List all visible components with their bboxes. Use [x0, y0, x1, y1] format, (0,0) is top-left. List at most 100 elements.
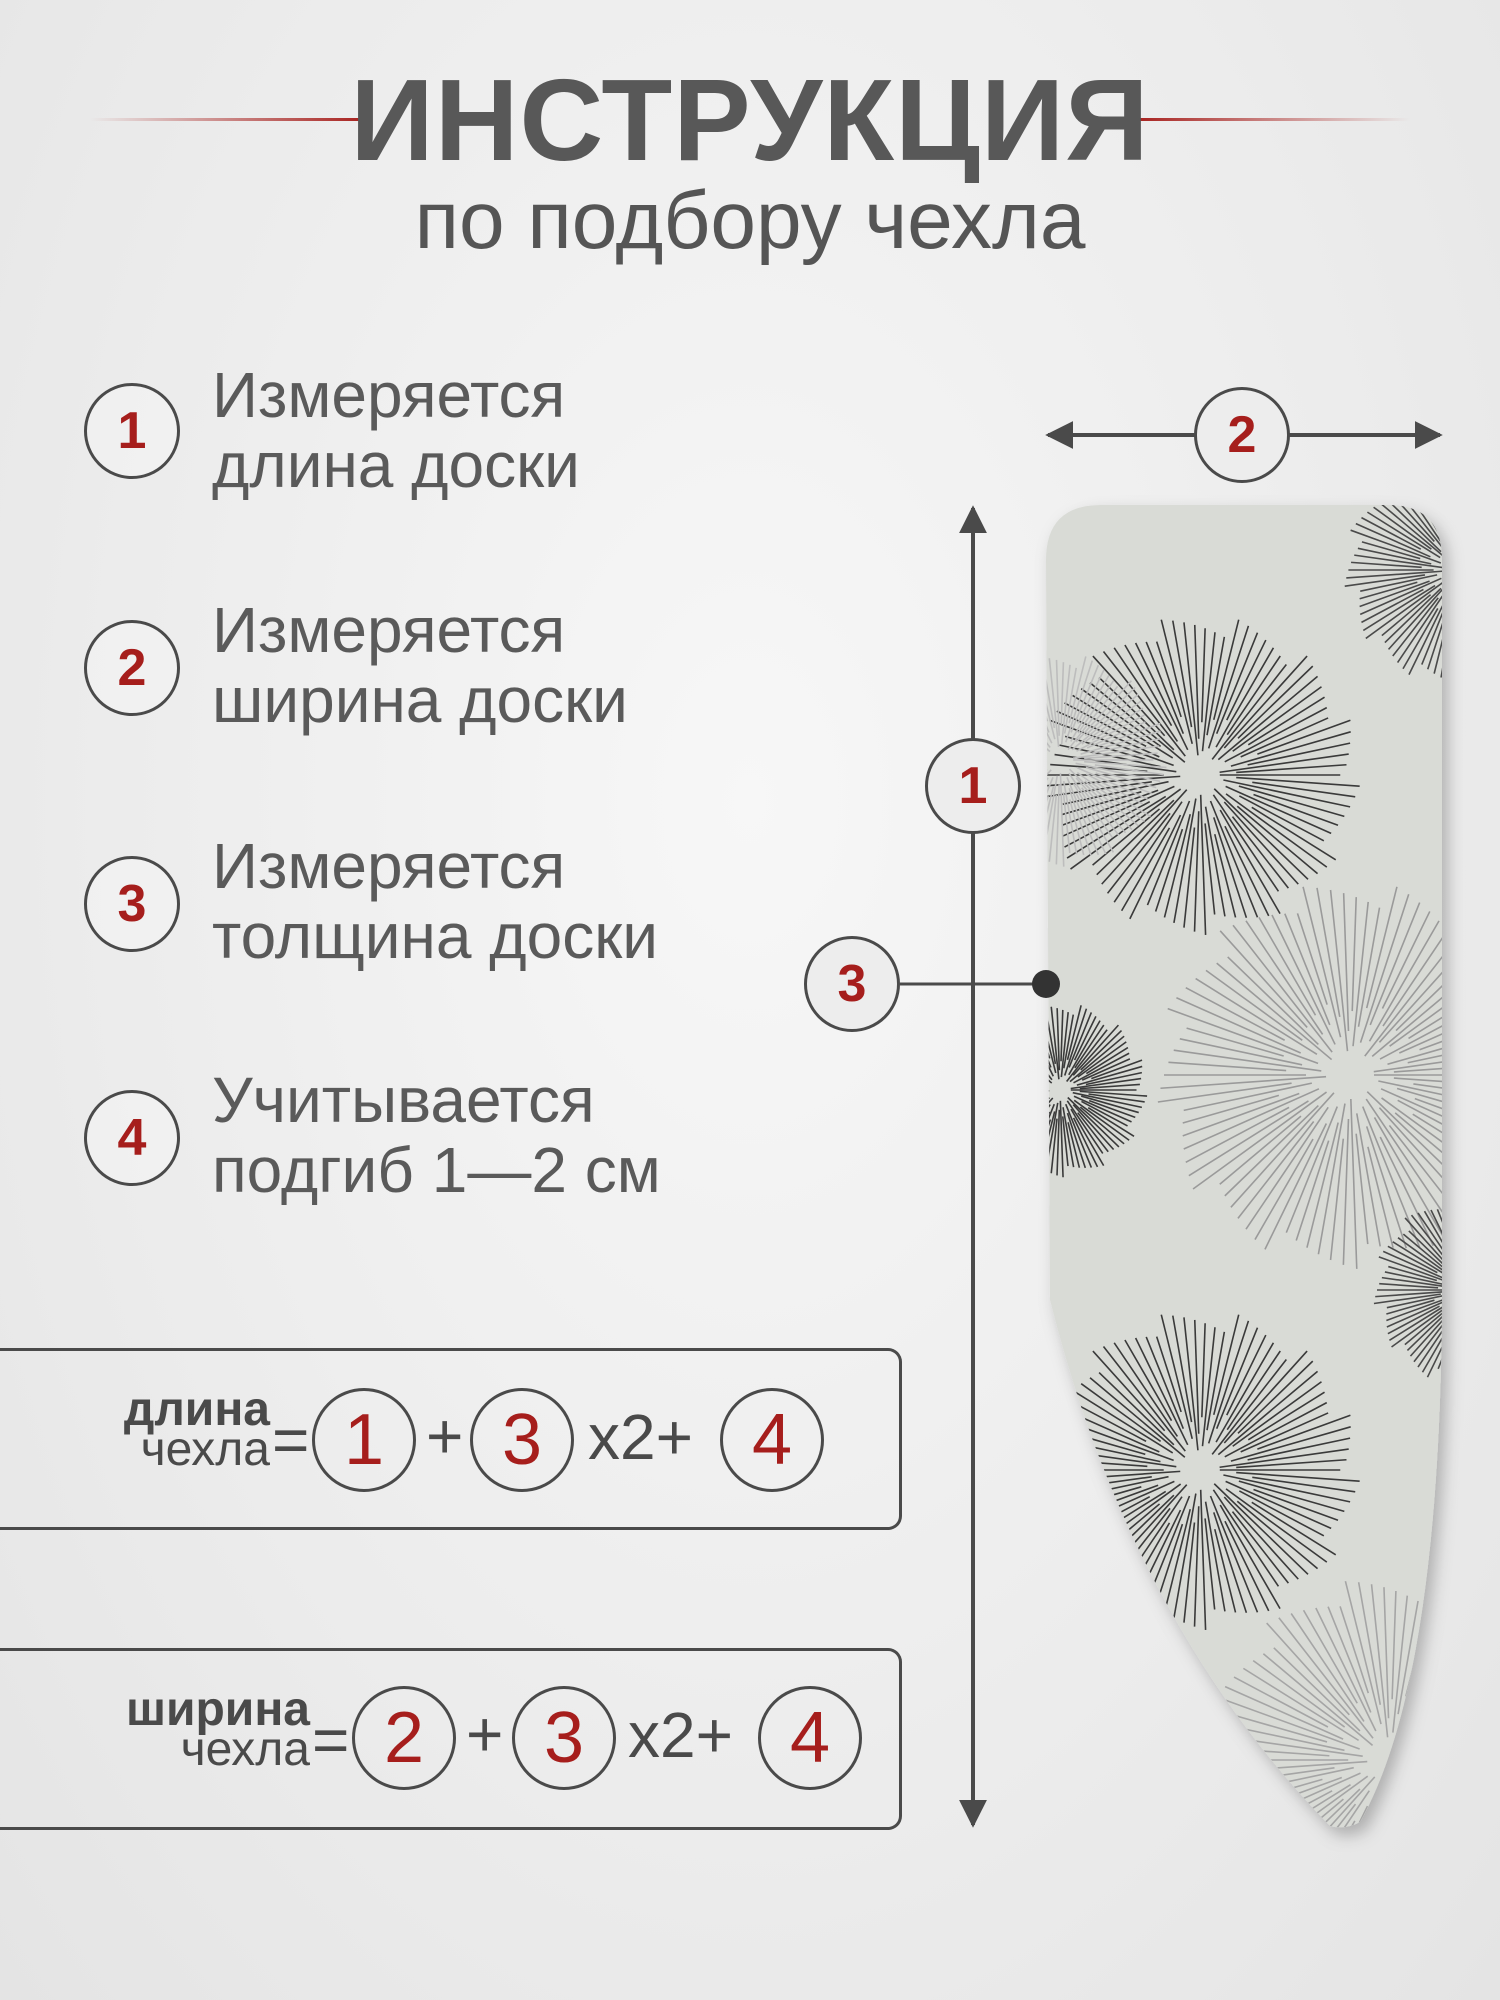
pattern-ray — [1080, 1095, 1139, 1114]
step-line: ширина доски — [212, 664, 628, 736]
pattern-ray — [1448, 459, 1458, 556]
pattern-ray — [1403, 1632, 1442, 1743]
pattern-ray — [1219, 1115, 1302, 1185]
pattern-ray — [1378, 1256, 1442, 1285]
pattern-ray — [1481, 1230, 1500, 1280]
pattern-ray — [1386, 1298, 1442, 1322]
pattern-ray — [1461, 463, 1463, 531]
pattern-ray — [1443, 1323, 1459, 1373]
pattern-ray — [1339, 1606, 1370, 1694]
pattern-ray — [1408, 979, 1442, 1040]
pattern-ray — [1440, 586, 1442, 678]
pattern-ray — [1414, 1097, 1442, 1137]
pattern-ray — [1470, 584, 1500, 654]
thickness-marker: 3 — [804, 936, 900, 1032]
pattern-ray — [1092, 808, 1161, 866]
pattern-ray — [1456, 596, 1459, 684]
pattern-ray — [1445, 1723, 1500, 1748]
width-formula-label: ширина чехла — [60, 1686, 310, 1774]
pattern-ray — [1212, 619, 1240, 720]
pattern-ray — [1370, 1820, 1385, 1828]
pattern-ray — [1284, 913, 1331, 1026]
pattern-ray — [1070, 1108, 1105, 1167]
width-formula-box — [0, 1648, 902, 1830]
pattern-ray — [1072, 1104, 1115, 1151]
pattern-ray — [1066, 1005, 1082, 1061]
pattern-ray — [1056, 1008, 1061, 1071]
pattern-ray — [1059, 1100, 1064, 1178]
pattern-ray — [1344, 574, 1426, 587]
step-1: 1 — [84, 383, 180, 479]
pattern-ray — [1245, 920, 1324, 1035]
pattern-ray — [1391, 1297, 1442, 1348]
page-title: ИНСТРУКЦИЯ — [350, 55, 1150, 185]
length-marker: 1 — [925, 738, 1021, 834]
pattern-ray — [1079, 1090, 1148, 1097]
pattern-ray — [1238, 795, 1325, 842]
pattern-ray — [1183, 827, 1196, 928]
pattern-ray — [1113, 647, 1179, 742]
pattern-ray — [1495, 513, 1500, 548]
pattern-ray — [1355, 1133, 1369, 1245]
pattern-ray — [1355, 1113, 1382, 1247]
pattern-ray — [1227, 956, 1319, 1046]
pattern-ray — [1489, 585, 1500, 618]
pattern-ray — [1207, 625, 1250, 749]
formula-term-3: 3 — [470, 1388, 574, 1492]
pattern-ray — [1232, 924, 1333, 1053]
pattern-ray — [1302, 1609, 1358, 1704]
pattern-ray — [1486, 572, 1500, 578]
pattern-ray — [1474, 555, 1500, 568]
pattern-ray — [1316, 887, 1341, 1018]
pattern-ray — [1207, 1320, 1250, 1444]
pattern-ray — [978, 1084, 1031, 1088]
pattern-ray — [1046, 1016, 1051, 1059]
pattern-ray — [1296, 913, 1328, 1005]
pattern-ray — [1357, 1582, 1382, 1705]
pattern-ray — [1378, 930, 1442, 1043]
pattern-ray — [1211, 1358, 1287, 1455]
pattern-ray — [1395, 1796, 1420, 1828]
pattern-ray — [1238, 785, 1345, 818]
pattern-ray — [1206, 1331, 1226, 1431]
pattern-ray — [1205, 969, 1303, 1041]
pattern-ray — [1003, 675, 1045, 737]
pattern-ray — [1361, 541, 1421, 560]
pattern-ray — [1379, 1282, 1439, 1289]
pattern-ray — [1217, 675, 1319, 761]
pattern-ray — [1050, 1118, 1058, 1174]
pattern-ray — [1329, 889, 1349, 1052]
pattern-ray — [1470, 601, 1494, 674]
pattern-ray — [1389, 1782, 1398, 1828]
pattern-ray — [1350, 1098, 1358, 1269]
pattern-ray — [1434, 1783, 1442, 1828]
pattern-ray — [1066, 1100, 1104, 1154]
pattern-ray — [1046, 1020, 1049, 1073]
pattern-ray — [1183, 1522, 1196, 1623]
pattern-ray — [1357, 547, 1432, 565]
pattern-ray — [1395, 1815, 1408, 1828]
pattern-ray — [1404, 1309, 1442, 1346]
pattern-ray — [1486, 1301, 1500, 1345]
pattern-ray — [1048, 658, 1060, 747]
pattern-ray — [1046, 1097, 1054, 1151]
pattern-ray — [1384, 587, 1442, 644]
pattern-ray — [1193, 811, 1200, 932]
pattern-ray — [1478, 483, 1500, 550]
equals-sign: = — [272, 1404, 310, 1476]
pattern-ray — [1389, 505, 1442, 557]
pattern-ray — [1265, 1798, 1344, 1828]
pattern-ray — [1237, 665, 1314, 739]
pattern-ray — [1351, 561, 1422, 569]
pattern-ray — [1059, 773, 1065, 867]
pattern-ray — [1387, 1021, 1442, 1066]
pattern-ray — [1462, 466, 1471, 553]
pattern-ray — [1490, 529, 1500, 557]
pattern-ray — [1046, 1103, 1047, 1145]
formula-term-4: 4 — [720, 1388, 824, 1492]
pattern-ray — [1081, 787, 1120, 836]
pattern-ray — [1062, 792, 1071, 854]
pattern-ray — [1437, 1305, 1442, 1370]
pattern-ray — [1046, 1036, 1047, 1077]
pattern-ray — [1359, 581, 1418, 600]
